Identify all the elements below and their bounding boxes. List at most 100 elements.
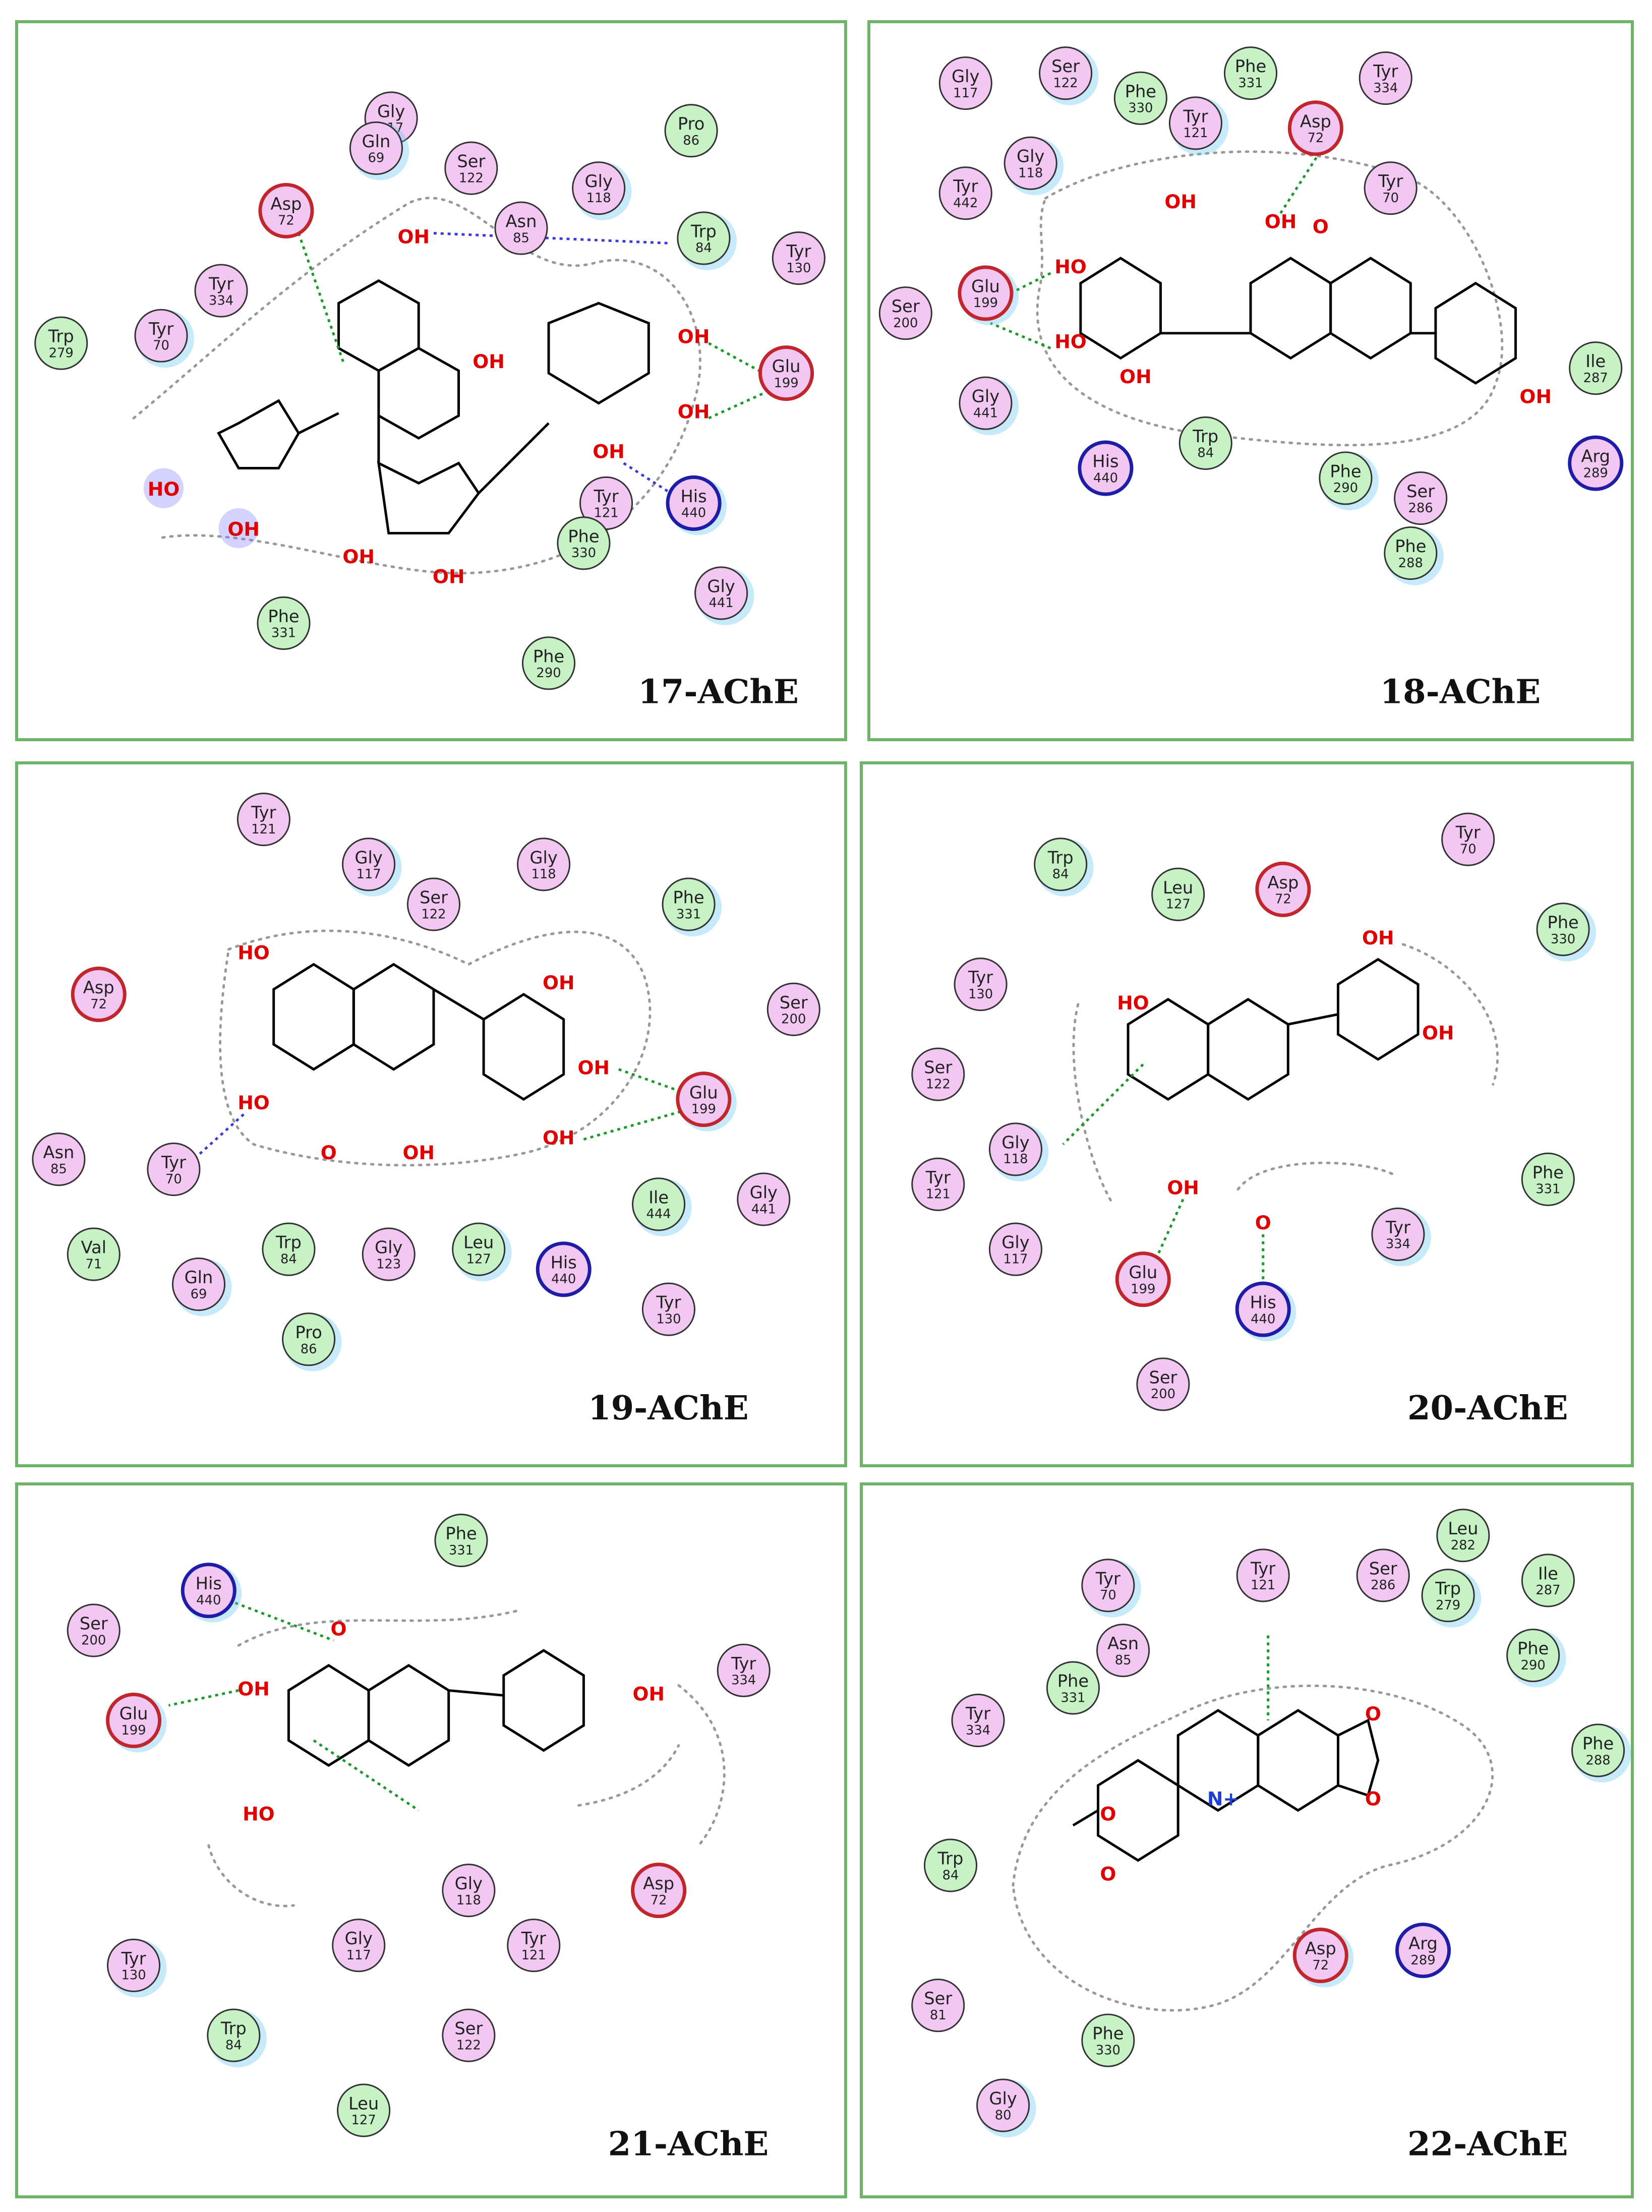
residue-number: 130 — [121, 1968, 146, 1983]
residue-circle — [1236, 1548, 1290, 1602]
residue-circle — [1168, 96, 1222, 150]
residue-number: 290 — [1521, 1658, 1546, 1673]
residue-name: Tyr — [1183, 106, 1208, 126]
residue-number: 69 — [368, 151, 385, 166]
residue-number: 70 — [153, 338, 169, 353]
residue-number: 121 — [926, 1187, 951, 1202]
residue-number: 130 — [656, 1311, 681, 1327]
residue-circle — [342, 838, 396, 891]
residue-number: 121 — [521, 1948, 546, 1963]
residue-number: 85 — [1115, 1653, 1132, 1668]
residue-circle — [641, 1282, 695, 1336]
residue-number: 117 — [346, 1948, 371, 1963]
residue-number: 286 — [1371, 1578, 1395, 1593]
residue-number: 130 — [786, 261, 811, 276]
residue-name: Gly — [952, 67, 979, 86]
residue-circle — [677, 211, 731, 265]
residue-circle — [958, 265, 1014, 321]
atom-label: OH — [238, 1678, 270, 1700]
ligand-19 — [272, 963, 565, 1101]
atom-label: OH — [1362, 927, 1394, 949]
residue-number: 331 — [271, 626, 296, 641]
pocket-outline — [219, 929, 652, 1167]
residue-name: Glu — [1129, 1263, 1157, 1282]
atom-label: OH — [543, 972, 575, 994]
interaction-lines — [297, 231, 764, 500]
atom-label: OH — [678, 400, 710, 423]
residue-number: 122 — [926, 1077, 951, 1092]
residue-name: Arg — [1581, 447, 1610, 466]
residue-number: 199 — [121, 1723, 146, 1738]
residue-circle — [631, 1863, 687, 1919]
residue-circle — [954, 958, 1008, 1011]
residue-name: Tyr — [1095, 1569, 1120, 1588]
panel-label: 18-AChE — [1380, 673, 1541, 711]
residue-name: Tyr — [731, 1654, 756, 1673]
pocket-outline — [1012, 1684, 1494, 2012]
atom-label: OH — [1422, 1022, 1454, 1044]
residue-circle — [717, 1643, 771, 1697]
residue-name: Tyr — [953, 176, 978, 196]
residue-number: 118 — [1003, 1152, 1028, 1167]
residue-name: Gly — [345, 1929, 373, 1948]
residue-name: Gly — [529, 848, 557, 867]
atom-label: HO — [1054, 256, 1087, 278]
residue-name: Ser — [1051, 56, 1080, 76]
panel-label: 19-AChE — [588, 1389, 748, 1427]
atom-label: OH — [1119, 366, 1152, 388]
residue-number: 289 — [1583, 465, 1608, 481]
residue-circle — [1536, 903, 1590, 956]
residue-circle — [452, 1222, 506, 1276]
residue-circle — [1436, 1509, 1490, 1563]
residue-circle — [988, 1122, 1043, 1176]
residue-number: 330 — [571, 546, 596, 561]
residue-circle — [406, 877, 460, 931]
residue-name: Phe — [1582, 1734, 1614, 1754]
residue-number: 130 — [968, 987, 993, 1002]
residue-circle — [1395, 1923, 1451, 1979]
interaction-lines — [193, 1068, 689, 1161]
atom-label: O — [1255, 1212, 1271, 1234]
residue-name: Ser — [1149, 1367, 1177, 1387]
residue-number: 123 — [376, 1257, 401, 1272]
residue-number: 200 — [1151, 1387, 1175, 1402]
residue-name: Ser — [420, 888, 448, 908]
residue-name: Ile — [1538, 1564, 1558, 1583]
residue-name: Ile — [648, 1187, 669, 1207]
residue-circle — [362, 1227, 416, 1281]
residue-circle — [938, 166, 992, 220]
ligand-18 — [1079, 257, 1517, 385]
residue-circle — [337, 2083, 391, 2137]
residue-number: 287 — [1536, 1583, 1560, 1598]
residue-number: 127 — [466, 1251, 491, 1267]
residue-circle — [664, 104, 718, 158]
residue-name: Glu — [689, 1083, 718, 1102]
residue-name: Pro — [295, 1323, 322, 1342]
